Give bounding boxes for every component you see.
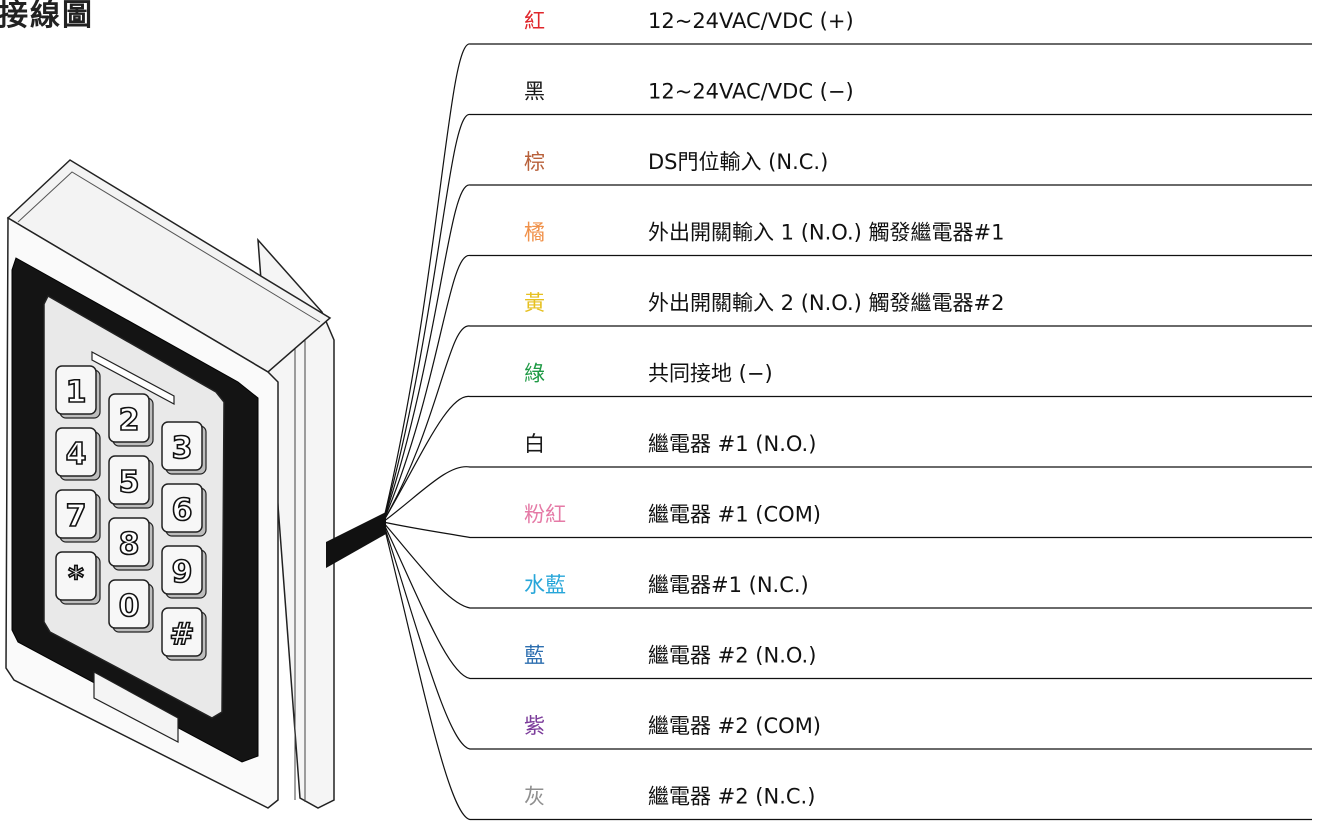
keypad-keys: 123 456 789 * 0 # xyxy=(55,365,207,661)
wire-color-label: 白 xyxy=(524,432,545,456)
led-slot xyxy=(91,350,175,406)
wire-color-label: 黃 xyxy=(524,291,545,315)
cable xyxy=(326,512,386,568)
wire-description: 繼電器#1 (N.C.) xyxy=(648,573,809,597)
key-label: 0 xyxy=(119,589,140,624)
key-label: 8 xyxy=(119,527,140,562)
wire-color-label: 橘 xyxy=(524,221,545,245)
key-label: 5 xyxy=(119,465,140,500)
wire-line xyxy=(382,325,1312,523)
wire-description: 繼電器 #2 (N.O.) xyxy=(648,644,816,668)
diagram-title: 接線圖 xyxy=(0,0,94,33)
wire-labels: 紅 12~24VAC/VDC (+) 黑 12~24VAC/VDC (−) 棕 DS門位輸… xyxy=(524,9,1004,809)
wire-color-label: 綠 xyxy=(524,362,545,386)
wire-line xyxy=(382,521,1312,609)
key-7[interactable]: 7 xyxy=(55,489,101,543)
wire-line xyxy=(382,521,1312,680)
wire-description: 12~24VAC/VDC (+) xyxy=(648,9,854,33)
key-label: 6 xyxy=(172,493,193,528)
key-0[interactable]: 0 xyxy=(108,579,154,633)
wire-description: 外出開關輸入 1 (N.O.) 觸發繼電器#1 xyxy=(648,221,1004,245)
wire-color-label: 水藍 xyxy=(524,573,566,597)
wire-color-label: 粉紅 xyxy=(524,503,566,527)
key-label: 2 xyxy=(119,403,140,438)
key-8[interactable]: 8 xyxy=(108,517,154,571)
key-label: * xyxy=(68,561,84,596)
wire-description: 繼電器 #2 (COM) xyxy=(648,714,821,738)
wire-description: 共同接地 (−) xyxy=(648,362,773,386)
wire-line xyxy=(382,521,1312,539)
key-5[interactable]: 5 xyxy=(108,455,154,509)
key-3[interactable]: 3 xyxy=(161,421,207,475)
key-label: 4 xyxy=(66,437,87,472)
key-hash[interactable]: # xyxy=(161,607,207,661)
wire-fan xyxy=(382,43,1312,821)
key-4[interactable]: 4 xyxy=(55,427,101,481)
key-label: 9 xyxy=(172,555,193,590)
key-2[interactable]: 2 xyxy=(108,393,154,447)
wire-description: 繼電器 #1 (N.O.) xyxy=(648,432,816,456)
key-6[interactable]: 6 xyxy=(161,483,207,537)
wire-color-label: 藍 xyxy=(524,644,545,668)
key-star[interactable]: * xyxy=(55,551,101,605)
wire-line xyxy=(382,254,1312,523)
wire-line xyxy=(382,184,1312,523)
wire-line xyxy=(382,43,1312,523)
wire-description: 繼電器 #1 (COM) xyxy=(648,503,821,527)
wire-line xyxy=(382,521,1312,821)
wire-description: DS門位輸入 (N.C.) xyxy=(648,150,828,174)
key-1[interactable]: 1 xyxy=(55,365,101,419)
key-label: 1 xyxy=(66,375,87,410)
key-9[interactable]: 9 xyxy=(161,545,207,599)
keypad-device: 123 456 789 * 0 # xyxy=(5,159,386,809)
wire-color-label: 紫 xyxy=(524,714,545,738)
key-label: 7 xyxy=(66,499,87,534)
wire-line xyxy=(382,521,1312,750)
wire-description: 繼電器 #2 (N.C.) xyxy=(648,785,815,809)
key-label: 3 xyxy=(172,431,193,466)
device-side-line xyxy=(294,330,306,802)
wire-description: 12~24VAC/VDC (−) xyxy=(648,80,854,104)
wire-line xyxy=(382,466,1312,523)
wire-color-label: 灰 xyxy=(524,785,545,809)
wire-color-label: 棕 xyxy=(524,150,545,174)
key-label: # xyxy=(169,617,194,652)
wire-color-label: 黑 xyxy=(524,80,545,104)
wire-description: 外出開關輸入 2 (N.O.) 觸發繼電器#2 xyxy=(648,291,1004,315)
wire-color-label: 紅 xyxy=(524,9,545,33)
wire-line xyxy=(382,395,1312,523)
bottom-slot xyxy=(93,670,179,743)
wire-line xyxy=(382,113,1312,523)
